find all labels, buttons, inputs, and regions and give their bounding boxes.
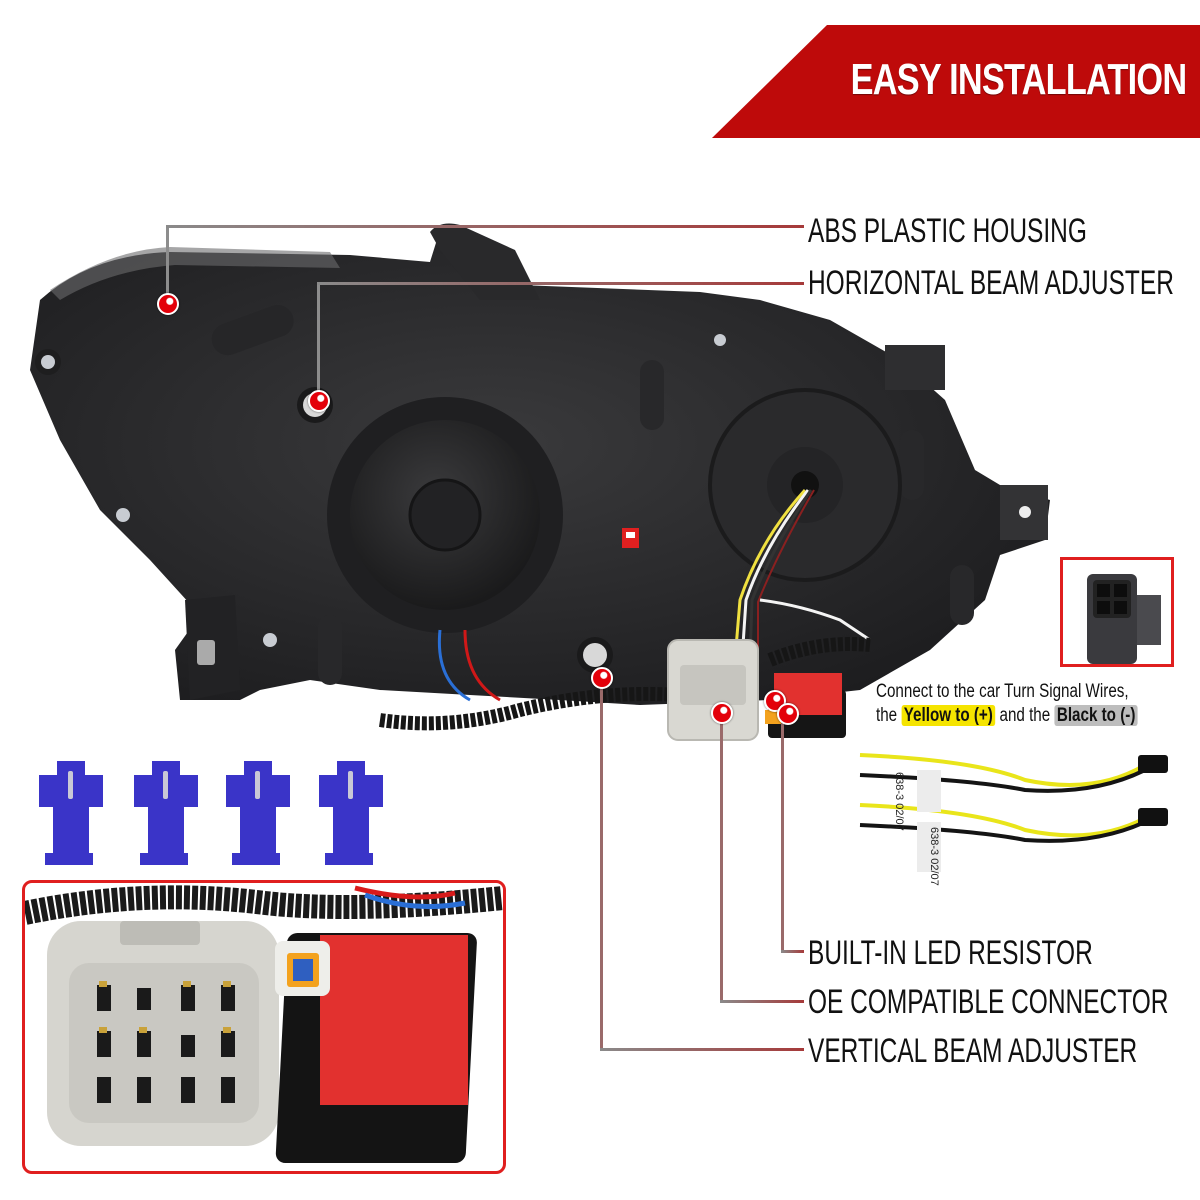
wiring-instructions-line1: Connect to the car Turn Signal Wires,	[876, 681, 1129, 702]
easy-installation-banner: EASY INSTALLATION	[712, 25, 1200, 138]
tap-connector-1	[39, 761, 103, 865]
wire-label-1: 638-3 02/07	[893, 772, 905, 831]
car-connector-icon	[1087, 574, 1161, 664]
yellow-wire-text: Yellow to (+)	[901, 705, 996, 726]
marker-led-resistor[interactable]	[777, 703, 799, 725]
wire-label-2: 638-3 02/07	[928, 827, 940, 886]
connector-closeup-image	[25, 885, 503, 1163]
label-oe-connector: OE COMPATIBLE CONNECTOR	[808, 983, 1169, 1021]
black-wire-text: Black to (-)	[1054, 705, 1138, 726]
tap-connector-2	[134, 761, 198, 865]
marker-oe-connector[interactable]	[711, 702, 733, 724]
callout-line-resistor	[781, 950, 804, 953]
callout-line-abs	[166, 225, 804, 228]
connector-closeup-inset	[22, 880, 506, 1174]
callout-line-horizontal-vertical	[317, 283, 320, 398]
tap-connector-3	[226, 761, 290, 865]
wiring-instructions-line2: the Yellow to (+) and the Black to (-)	[876, 704, 1138, 728]
label-horizontal-adjuster: HORIZONTAL BEAM ADJUSTER	[808, 264, 1174, 302]
wiring-instructions: Connect to the car Turn Signal Wires, th…	[876, 680, 1138, 728]
marker-vertical-adjuster[interactable]	[591, 667, 613, 689]
pigtail-plug-icon	[1138, 808, 1168, 826]
label-led-resistor: BUILT-IN LED RESISTOR	[808, 934, 1093, 972]
banner-title: EASY INSTALLATION	[850, 55, 1186, 104]
callout-line-resistor-vertical	[781, 720, 784, 952]
callout-line-vertical-adjuster	[600, 1048, 804, 1051]
turn-signal-pigtails-image	[859, 753, 1168, 872]
callout-line-connector-vertical	[720, 710, 723, 1002]
label-vertical-adjuster: VERTICAL BEAM ADJUSTER	[808, 1032, 1138, 1070]
tap-connector-4	[319, 761, 383, 865]
callout-line-abs-vertical	[166, 226, 169, 298]
callout-line-connector	[720, 1000, 804, 1003]
label-abs-housing: ABS PLASTIC HOUSING	[808, 212, 1087, 250]
pigtail-plug-icon	[1138, 755, 1168, 773]
marker-abs-housing[interactable]	[157, 293, 179, 315]
car-connector-inset	[1060, 557, 1174, 667]
callout-line-horizontal	[317, 282, 804, 285]
marker-horizontal-adjuster[interactable]	[308, 390, 330, 412]
callout-line-vertical-adjuster-vertical	[600, 680, 603, 1050]
